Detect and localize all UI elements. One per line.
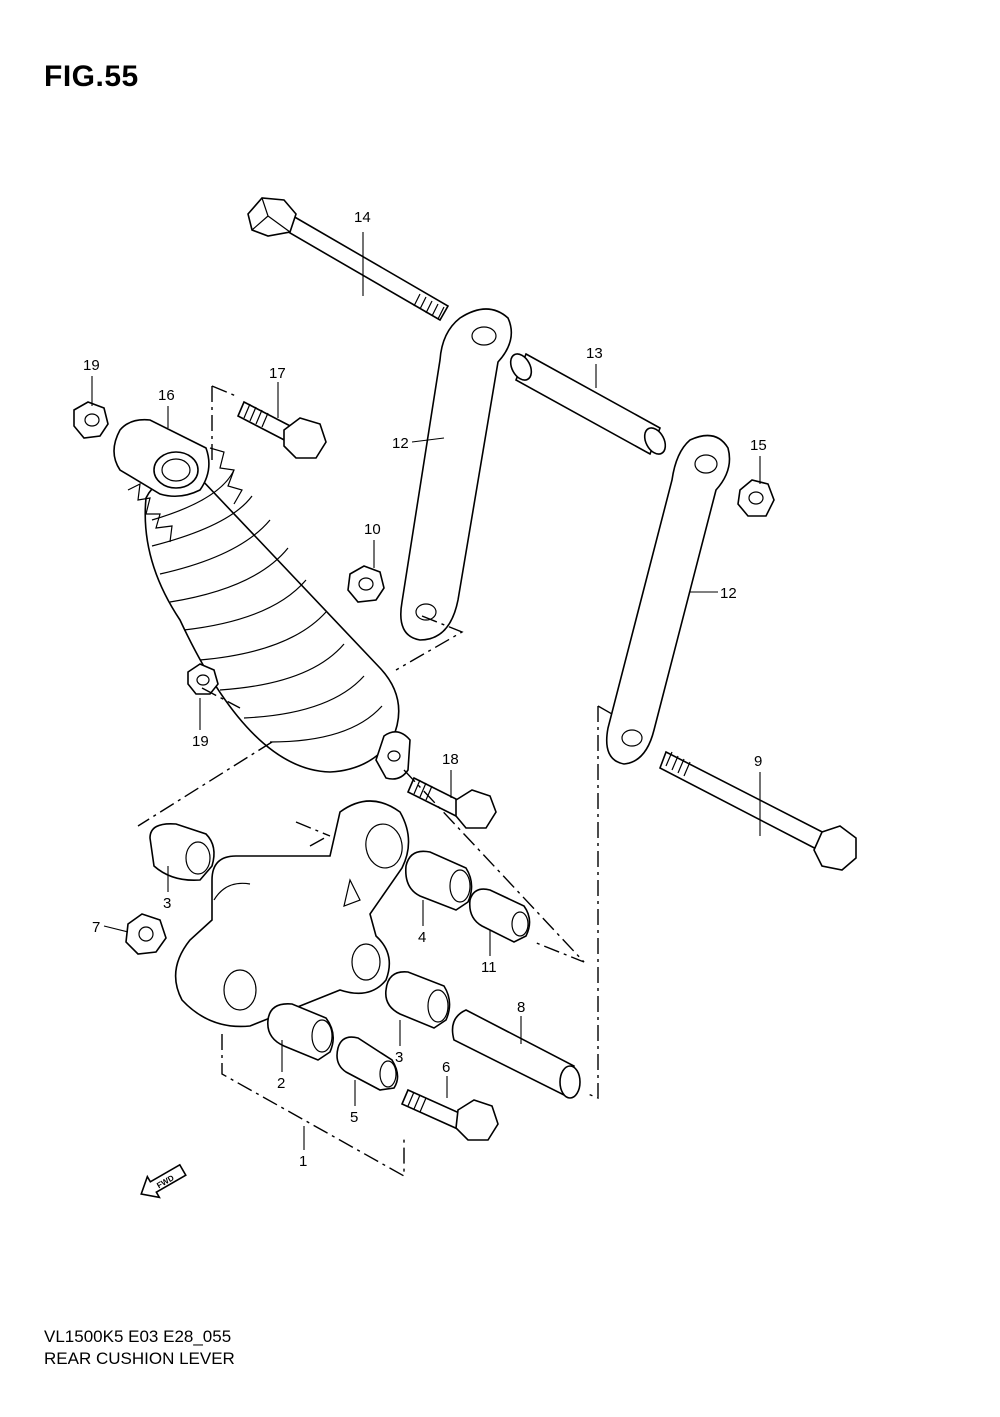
callout-labels: 14 13 19 17 16 12 15 10 12 19 18 9 3 7 4… (83, 209, 767, 1170)
bolt-18 (406, 776, 497, 829)
callout-12-right: 12 (720, 585, 737, 602)
bolt-9 (659, 750, 857, 871)
callout-19-top: 19 (83, 357, 100, 374)
callout-3-upper: 3 (163, 895, 171, 912)
callout-9: 9 (754, 753, 762, 770)
callout-13: 13 (586, 345, 603, 362)
spacer-11 (468, 888, 531, 943)
callout-14: 14 (354, 209, 371, 226)
bushing-3-upper (149, 822, 215, 882)
callout-2: 2 (277, 1075, 285, 1092)
figure-title: FIG.55 (44, 60, 139, 93)
cushion-lever-1 (174, 800, 410, 1028)
callout-10: 10 (364, 521, 381, 538)
bolt-17 (236, 400, 327, 459)
section-name: REAR CUSHION LEVER (44, 1349, 235, 1368)
model-code: VL1500K5 E03 E28_055 (44, 1327, 232, 1346)
bushing-2 (267, 1003, 334, 1061)
bolt-6 (400, 1088, 499, 1141)
callout-3-lower: 3 (395, 1049, 403, 1066)
shock-absorber-16 (113, 418, 411, 780)
spacer-5 (336, 1036, 399, 1091)
callout-6: 6 (442, 1059, 450, 1076)
nut-19-mid (187, 663, 219, 695)
assembly-guide-lines (137, 385, 613, 1178)
callout-16: 16 (158, 387, 175, 404)
forward-arrow-icon: FWD (140, 1163, 187, 1199)
callout-7: 7 (92, 919, 100, 936)
spacer-13 (509, 352, 667, 456)
bushing-3-lower (384, 971, 451, 1029)
callout-8: 8 (517, 999, 525, 1016)
nut-19-top (73, 401, 109, 439)
bushing-4 (404, 850, 473, 911)
bolt-14 (247, 197, 450, 322)
link-plate-12-right (605, 434, 731, 765)
callout-19-mid: 19 (192, 733, 209, 750)
leader-lines (91, 232, 761, 1150)
nut-10 (347, 565, 385, 603)
callout-12-left: 12 (392, 435, 409, 452)
link-plate-12-left (400, 308, 513, 641)
callout-5: 5 (350, 1109, 358, 1126)
nut-7 (125, 913, 167, 955)
callout-15: 15 (750, 437, 767, 454)
callout-17: 17 (269, 365, 286, 382)
callout-4: 4 (418, 929, 426, 946)
nut-15 (737, 479, 775, 517)
spacer-8 (451, 1009, 581, 1099)
callout-1: 1 (299, 1153, 307, 1170)
diagram-footer: VL1500K5 E03 E28_055 REAR CUSHION LEVER (44, 1326, 235, 1370)
callout-18: 18 (442, 751, 459, 768)
callout-11: 11 (481, 959, 497, 976)
